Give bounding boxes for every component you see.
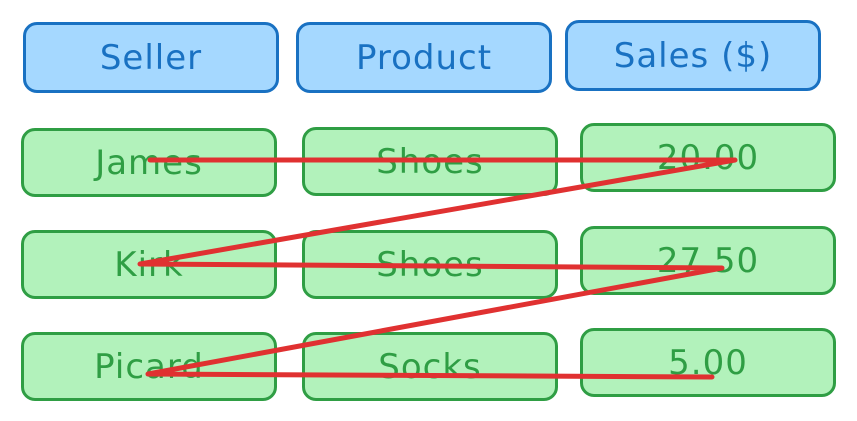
cell-row1-sales: 20.00 — [580, 123, 836, 192]
header-product-label: Product — [355, 37, 493, 78]
cell-row2-seller-label: Kirk — [114, 244, 184, 285]
cell-row2-product: Shoes — [302, 230, 558, 299]
cell-row3-seller: Picard — [21, 332, 277, 401]
header-sales: Sales ($) — [565, 20, 821, 91]
header-sales-label: Sales ($) — [613, 35, 773, 76]
cell-row2-sales-label: 27.50 — [656, 240, 760, 281]
cell-row2-sales: 27.50 — [580, 226, 836, 295]
cell-row1-product-label: Shoes — [376, 141, 484, 182]
cell-row1-seller-label: James — [95, 142, 203, 183]
cell-row3-sales-label: 5.00 — [668, 342, 748, 383]
cell-row3-sales: 5.00 — [580, 328, 836, 397]
cell-row2-seller: Kirk — [21, 230, 277, 299]
cell-row3-seller-label: Picard — [94, 346, 204, 387]
header-product: Product — [296, 22, 552, 93]
cell-row1-seller: James — [21, 128, 277, 197]
cell-row2-product-label: Shoes — [376, 244, 484, 285]
header-seller-label: Seller — [99, 37, 203, 78]
cell-row1-sales-label: 20.00 — [656, 137, 760, 178]
cell-row1-product: Shoes — [302, 127, 558, 196]
cell-row3-product-label: Socks — [378, 346, 482, 387]
header-seller: Seller — [23, 22, 279, 93]
cell-row3-product: Socks — [302, 332, 558, 401]
